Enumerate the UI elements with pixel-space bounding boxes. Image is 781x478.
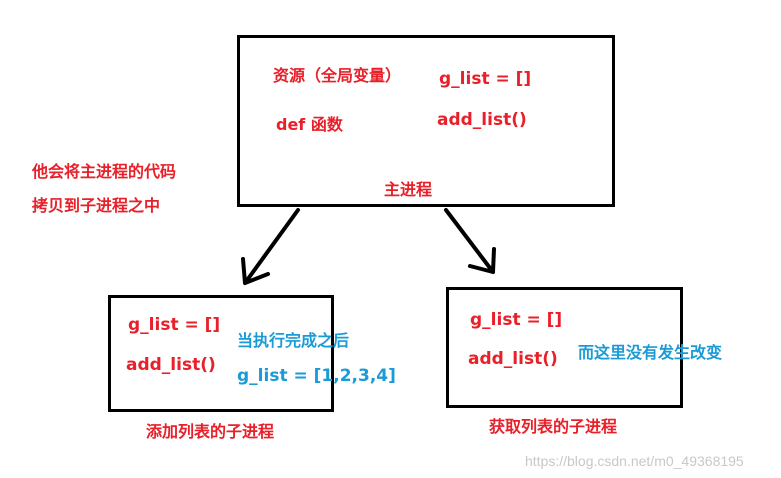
def-function-label: def 函数 [276,115,343,134]
arrow-to-get-child [444,208,496,274]
get-child-g-list: g_list = [] [470,310,563,330]
get-child-caption: 获取列表的子进程 [489,417,618,436]
add-list-child-box [108,295,334,412]
no-change-label: 而这里没有发生改变 [578,343,723,362]
main-g-list: g_list = [] [439,69,532,89]
after-execution-label: 当执行完成之后 [237,331,350,350]
copy-note-line-2: 拷贝到子进程之中 [32,196,161,215]
copy-note-line-1: 他会将主进程的代码 [32,162,177,181]
add-child-g-list: g_list = [] [128,315,221,335]
main-process-box [237,35,615,207]
csdn-watermark: https://blog.csdn.net/m0_49368195 [525,453,744,469]
main-add-list: add_list() [437,110,527,130]
resource-label: 资源（全局变量） [273,66,402,85]
arrow-to-add-child [241,208,300,285]
get-list-child-box [446,287,683,408]
add-child-add-list: add_list() [126,355,216,375]
add-child-caption: 添加列表的子进程 [146,422,275,441]
main-process-caption: 主进程 [384,180,433,199]
get-child-add-list: add_list() [468,349,558,369]
after-execution-value: g_list = [1,2,3,4] [237,366,396,386]
